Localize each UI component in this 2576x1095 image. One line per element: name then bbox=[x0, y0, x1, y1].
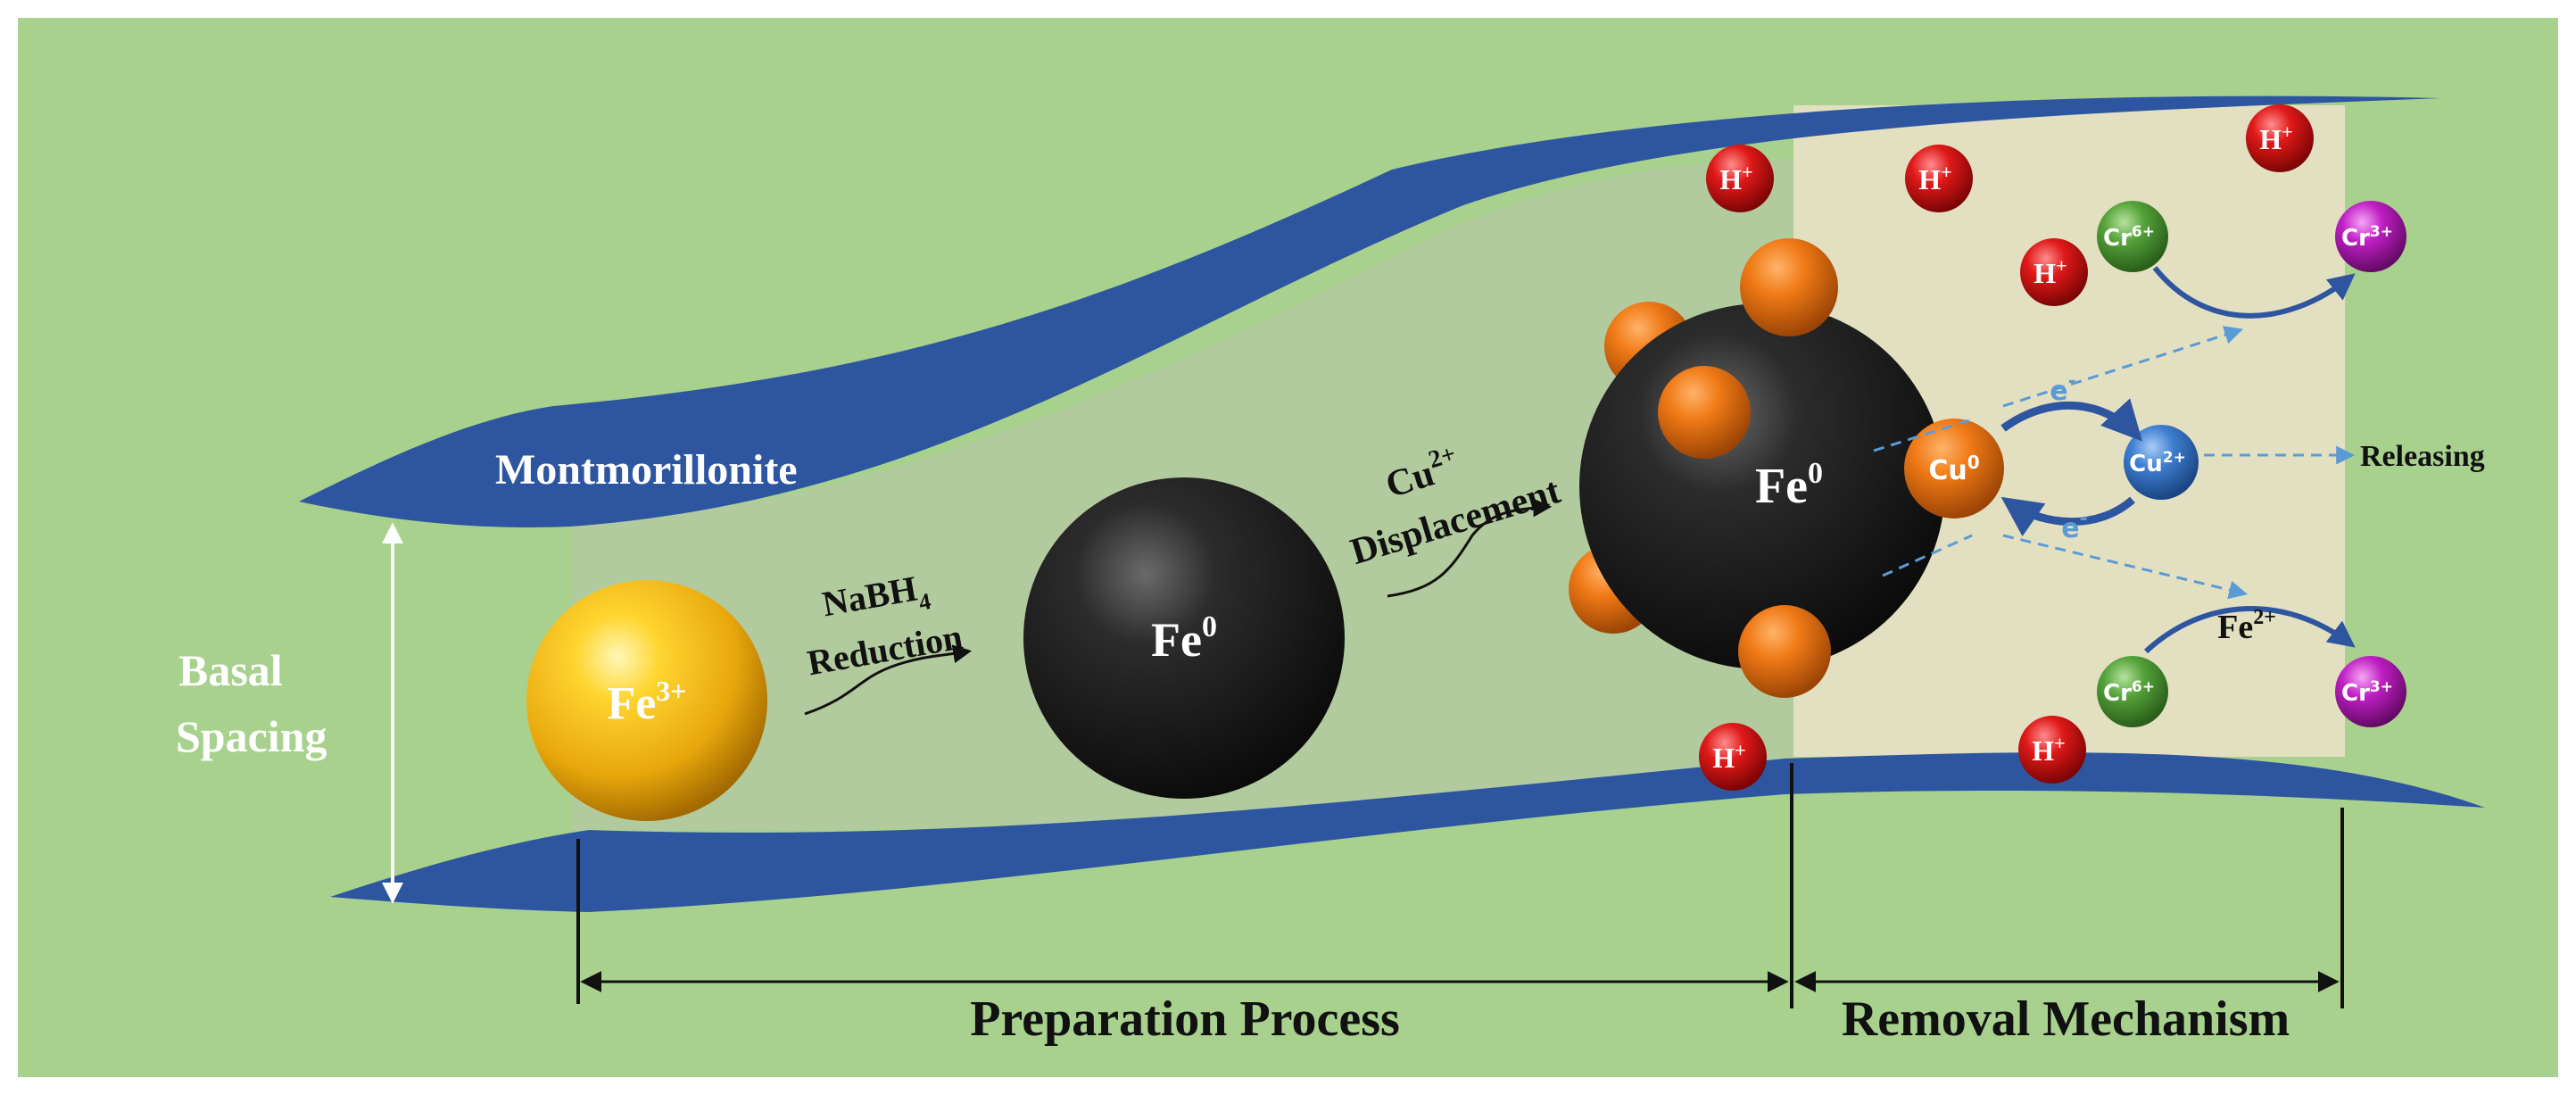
h-ion-charge: + bbox=[2054, 732, 2066, 754]
svg-text:Cu2+: Cu2+ bbox=[2129, 449, 2186, 477]
h-ion-label: H bbox=[2032, 734, 2054, 767]
electron-label-top: e- bbox=[2050, 370, 2076, 407]
svg-text:Cr6+: Cr6+ bbox=[2103, 678, 2155, 707]
electron-bottom-minus: - bbox=[2080, 508, 2088, 530]
fe0-large-label: Fe bbox=[1755, 459, 1808, 514]
electron-transfer-arrow bbox=[2002, 534, 2249, 600]
h-ion-label: H bbox=[2259, 123, 2282, 155]
electron-transfer-arrow bbox=[1882, 534, 1973, 577]
svg-text:Fe0: Fe0 bbox=[1755, 457, 1823, 514]
fe2-label: Fe2+ bbox=[2217, 606, 2276, 646]
svg-text:Cr3+: Cr3+ bbox=[2341, 223, 2393, 252]
cr3-label: Cr bbox=[2341, 680, 2370, 707]
basal-spacing-label-line1: Basal bbox=[178, 645, 283, 695]
cu2-sphere: Cu2+ bbox=[2124, 425, 2199, 500]
electron-top-minus: - bbox=[2068, 370, 2076, 393]
h-ion: H+ bbox=[1905, 145, 1973, 212]
svg-text:Fe0: Fe0 bbox=[1151, 610, 1217, 667]
releasing-label: Releasing bbox=[2360, 440, 2485, 473]
cr3-ion: Cr3+ bbox=[2335, 201, 2406, 272]
cr6-charge: 6+ bbox=[2132, 678, 2155, 696]
removal-mechanism-label: Removal Mechanism bbox=[1842, 991, 2290, 1047]
h-ion-label: H bbox=[1712, 742, 1735, 774]
cu-cluster bbox=[1738, 605, 1831, 698]
cr-reduction-arrow-top bbox=[2152, 266, 2356, 319]
h-ion-charge: + bbox=[1941, 161, 1952, 183]
h-ion-charge: + bbox=[1735, 739, 1746, 761]
fe0-middle-charge: 0 bbox=[1202, 610, 1217, 643]
electron-transfer-arrow bbox=[2002, 326, 2243, 408]
cu0-charge: 0 bbox=[1967, 452, 1980, 473]
cr3-charge: 3+ bbox=[2370, 223, 2393, 241]
cu2-label: Cu bbox=[2129, 451, 2163, 477]
fe2-charge: 2+ bbox=[2253, 606, 2276, 629]
h-ion: H+ bbox=[1706, 145, 1774, 212]
cu2-charge: 2+ bbox=[2163, 449, 2186, 467]
fe3-sphere-label: Fe bbox=[607, 678, 656, 729]
fe0-middle-label: Fe bbox=[1151, 613, 1202, 667]
svg-text:H+: H+ bbox=[2032, 732, 2065, 767]
reduction-back-arrow bbox=[2000, 496, 2135, 537]
cr3-label: Cr bbox=[2341, 225, 2370, 252]
montmorillonite-top-layer bbox=[299, 95, 2440, 527]
cr3-charge: 3+ bbox=[2370, 678, 2393, 696]
montmorillonite-bottom-layer bbox=[330, 752, 2485, 912]
cr6-ion: Cr6+ bbox=[2097, 656, 2168, 727]
basal-spacing-label-line2: Spacing bbox=[176, 711, 327, 761]
h-ion-label: H bbox=[2033, 257, 2056, 289]
svg-text:H+: H+ bbox=[1918, 161, 1951, 195]
cr6-label: Cr bbox=[2103, 225, 2132, 252]
fe2-text: Fe bbox=[2217, 609, 2253, 646]
svg-text:H+: H+ bbox=[1719, 161, 1752, 195]
oxidation-arrow bbox=[2000, 398, 2143, 442]
h-ion: H+ bbox=[1699, 723, 1767, 791]
h-ion-charge: + bbox=[2282, 120, 2293, 143]
cu-cluster bbox=[1740, 238, 1838, 336]
cr6-charge: 6+ bbox=[2132, 223, 2155, 241]
h-ion-charge: + bbox=[2056, 254, 2067, 277]
svg-text:Cu0: Cu0 bbox=[1928, 452, 1979, 486]
svg-text:H+: H+ bbox=[1712, 739, 1745, 774]
fe3-sphere-charge: 3+ bbox=[656, 675, 686, 707]
h-ion: H+ bbox=[2020, 238, 2088, 306]
cu-cluster bbox=[1658, 366, 1751, 459]
cu0-sphere: Cu0 bbox=[1904, 419, 2004, 518]
cr6-label: Cr bbox=[2103, 680, 2132, 707]
h-ion: H+ bbox=[2018, 716, 2086, 784]
montmorillonite-label: Montmorillonite bbox=[495, 446, 798, 494]
svg-text:Cr6+: Cr6+ bbox=[2103, 223, 2155, 252]
cr-reduction-arrow-bottom bbox=[2143, 605, 2356, 654]
fe0-cu-bimetallic-particle: Fe0 Cu0 bbox=[1569, 238, 2004, 698]
svg-text:H+: H+ bbox=[2259, 120, 2292, 155]
fe0-sphere-middle: Fe0 bbox=[1023, 477, 1345, 799]
cu0-label: Cu bbox=[1928, 455, 1967, 486]
h-ion-charge: + bbox=[1742, 161, 1753, 183]
electron-bottom-e: e bbox=[2061, 513, 2079, 544]
h-ion: H+ bbox=[2246, 104, 2314, 172]
electron-label-bottom: e- bbox=[2061, 508, 2088, 544]
fe0-large-charge: 0 bbox=[1808, 457, 1823, 490]
h-ion-label: H bbox=[1719, 163, 1742, 195]
svg-text:H+: H+ bbox=[2033, 254, 2067, 289]
displacement-arrow bbox=[1387, 498, 1553, 598]
nabh4-subscript: 4 bbox=[916, 588, 932, 616]
svg-text:Cr3+: Cr3+ bbox=[2341, 678, 2393, 707]
cr6-ion: Cr6+ bbox=[2097, 201, 2168, 272]
cr3-ion: Cr3+ bbox=[2335, 656, 2406, 727]
fe3-sphere: Fe3+ bbox=[526, 580, 767, 821]
svg-text:Fe3+: Fe3+ bbox=[607, 675, 686, 729]
reduction-arrow bbox=[804, 644, 973, 716]
electron-top-e: e bbox=[2050, 376, 2067, 407]
h-ion-label: H bbox=[1918, 163, 1941, 195]
preparation-process-label: Preparation Process bbox=[970, 991, 1400, 1047]
